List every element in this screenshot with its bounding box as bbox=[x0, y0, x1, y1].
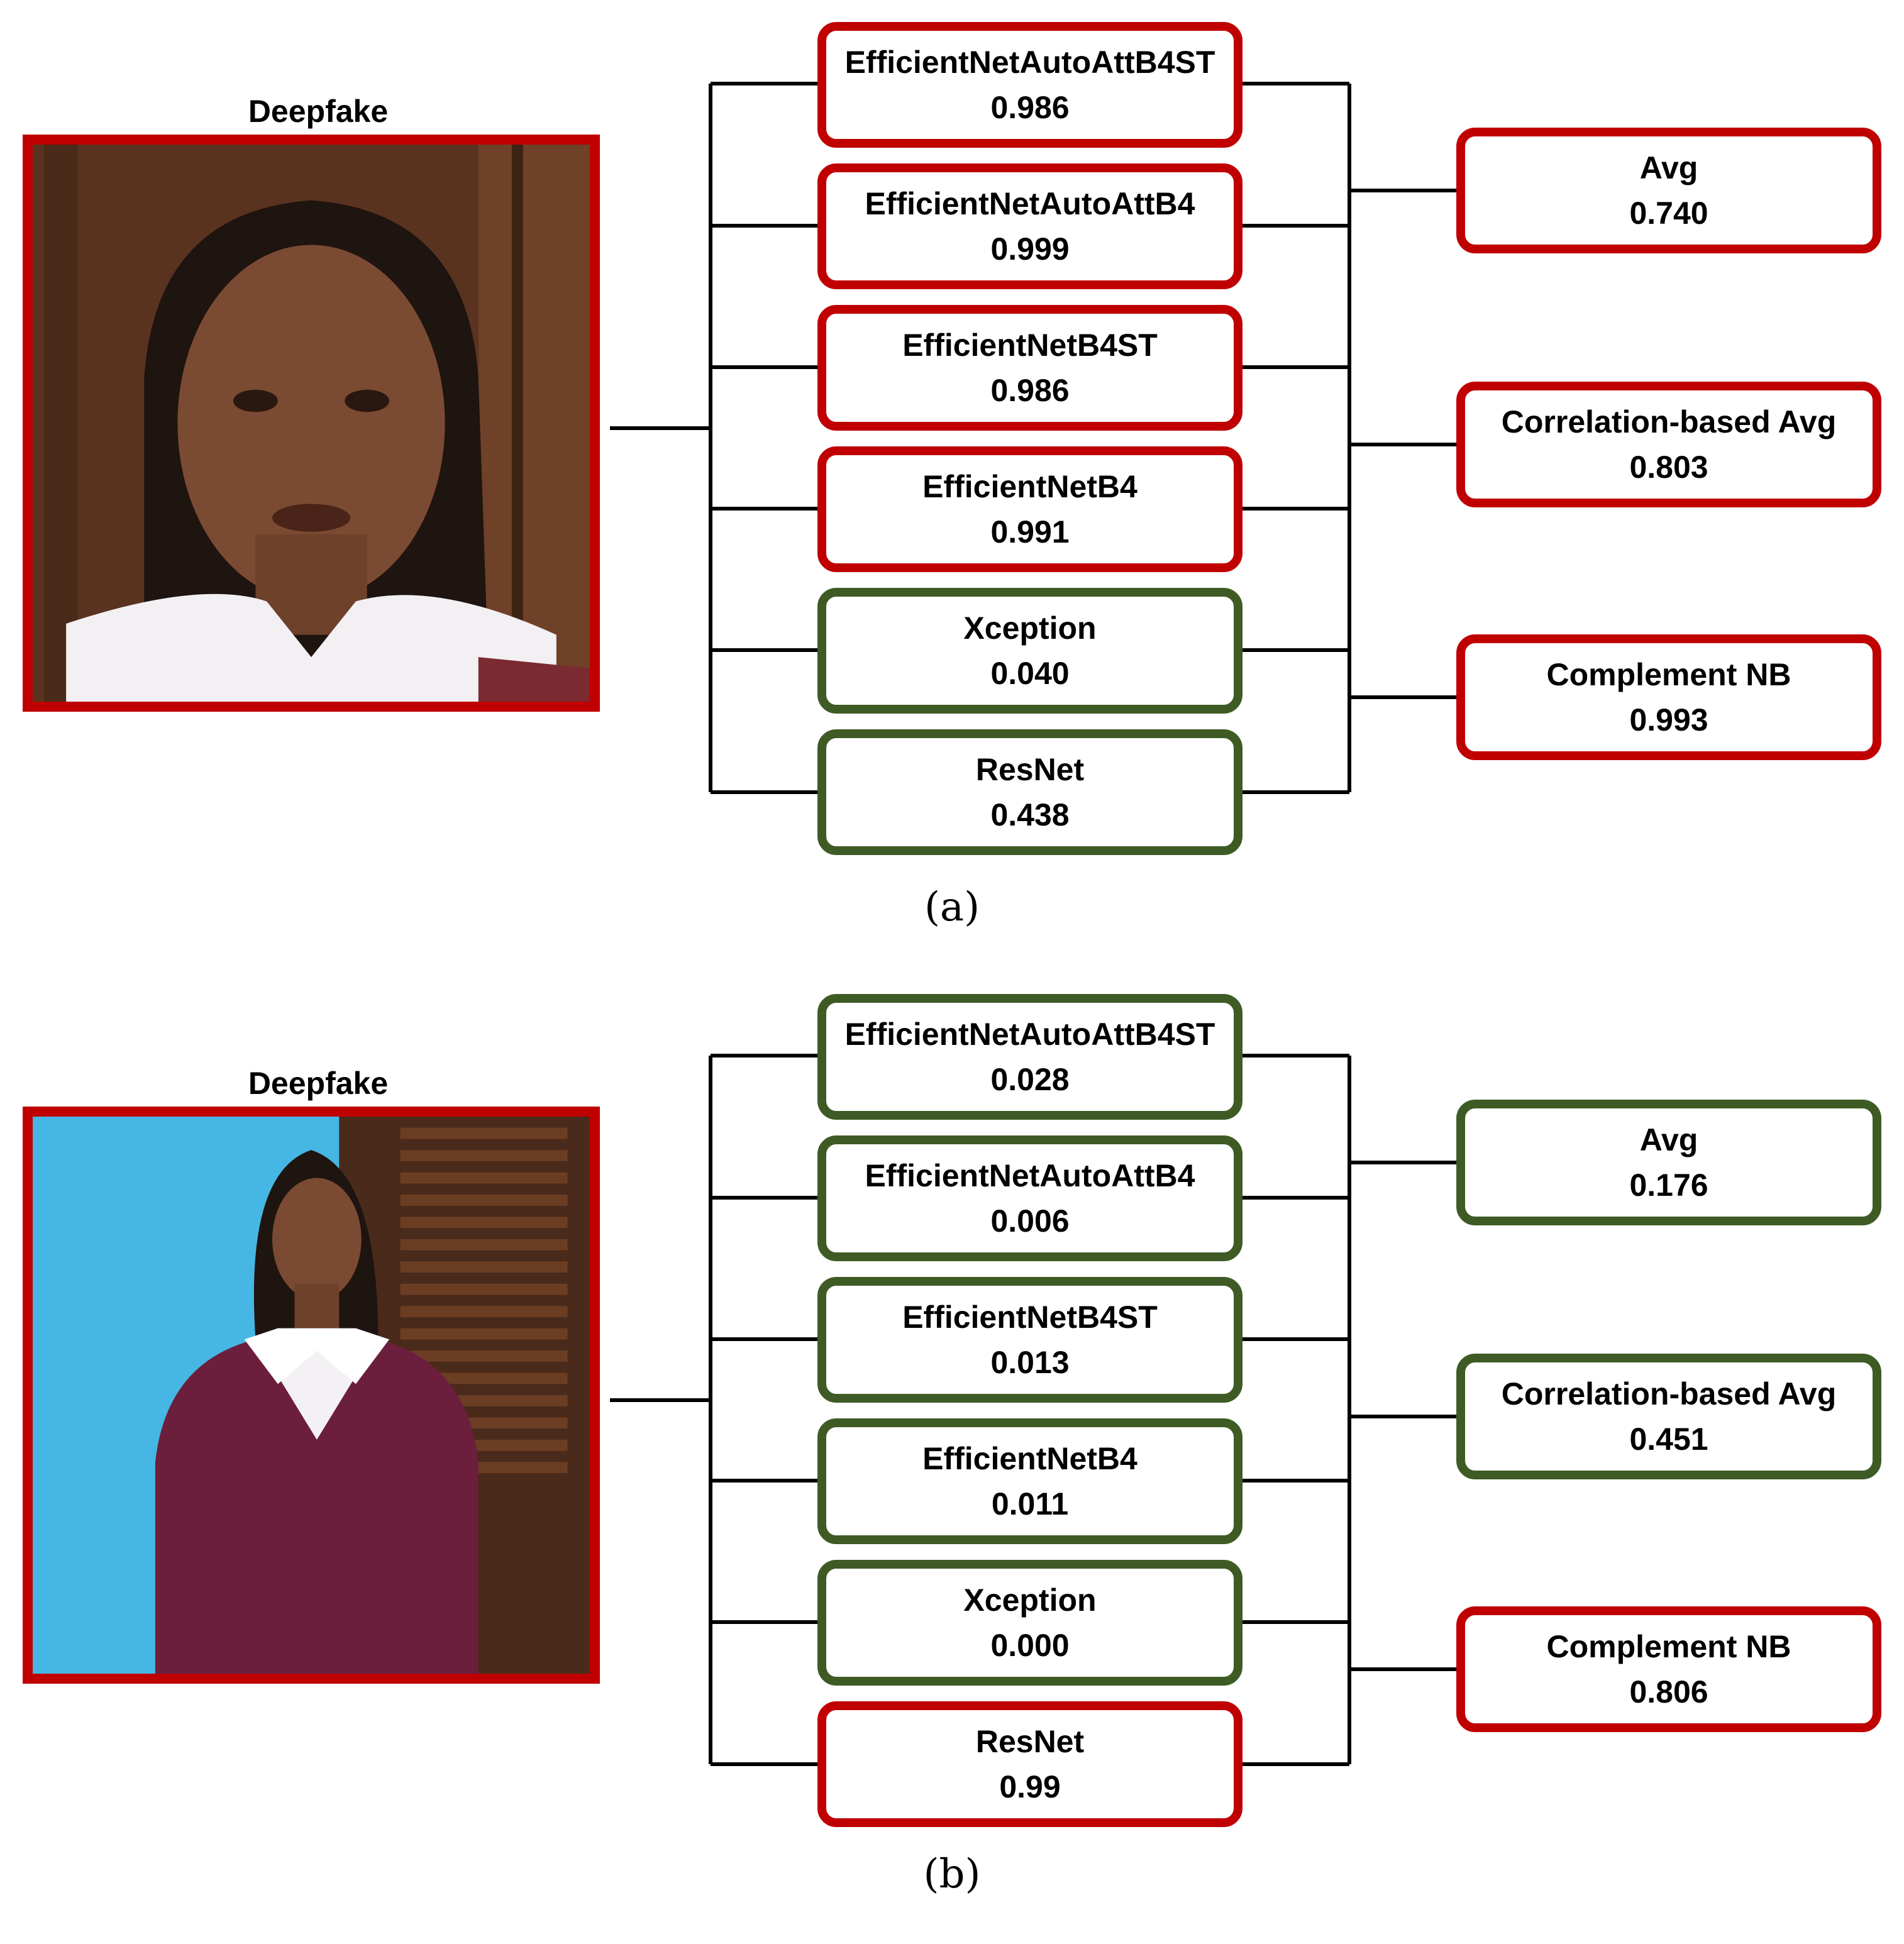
face-closeup-illustration bbox=[33, 145, 590, 702]
panel-a: Deepfake EfficientNetAutoAttB4ST 0.986 E… bbox=[23, 22, 1881, 931]
model-box-efficientnetautoattb4st: EfficientNetAutoAttB4ST 0.986 bbox=[817, 22, 1243, 148]
model-score: 0.991 bbox=[990, 514, 1070, 550]
ensemble-score: 0.806 bbox=[1629, 1674, 1708, 1709]
ensemble-box-avg: Avg 0.176 bbox=[1456, 1100, 1881, 1225]
model-name: ResNet bbox=[975, 1724, 1085, 1759]
model-box-efficientnetautoattb4st: EfficientNetAutoAttB4ST 0.028 bbox=[817, 994, 1243, 1120]
model-box-efficientnetautoattb4: EfficientNetAutoAttB4 0.999 bbox=[817, 163, 1243, 289]
ensemble-name: Avg bbox=[1639, 1122, 1698, 1157]
full-body-illustration bbox=[33, 1117, 590, 1674]
model-name: Xception bbox=[963, 1582, 1097, 1618]
model-box-xception: Xception 0.000 bbox=[817, 1560, 1243, 1686]
model-score: 0.99 bbox=[999, 1769, 1061, 1804]
ensemble-box-complement-nb: Complement NB 0.806 bbox=[1456, 1606, 1881, 1732]
ensemble-score: 0.740 bbox=[1629, 196, 1708, 231]
model-name: EfficientNetB4ST bbox=[902, 328, 1158, 363]
model-score: 0.013 bbox=[990, 1345, 1070, 1380]
model-name: ResNet bbox=[975, 752, 1085, 787]
model-box-resnet: ResNet 0.438 bbox=[817, 729, 1243, 855]
ensemble-score: 0.803 bbox=[1629, 450, 1708, 485]
model-name: EfficientNetAutoAttB4ST bbox=[844, 45, 1215, 80]
model-score: 0.986 bbox=[990, 373, 1070, 408]
model-name: EfficientNetAutoAttB4 bbox=[865, 1158, 1195, 1193]
ensemble-score: 0.451 bbox=[1629, 1422, 1708, 1457]
model-score: 0.999 bbox=[990, 231, 1070, 267]
face-closeup-image bbox=[23, 135, 600, 712]
panel-title: Deepfake bbox=[248, 94, 389, 129]
model-score: 0.438 bbox=[990, 797, 1070, 832]
model-box-efficientnetb4: EfficientNetB4 0.011 bbox=[817, 1418, 1243, 1544]
model-box-efficientnetb4st: EfficientNetB4ST 0.986 bbox=[817, 305, 1243, 431]
model-box-resnet: ResNet 0.99 bbox=[817, 1701, 1243, 1827]
model-name: EfficientNetB4 bbox=[922, 1441, 1137, 1476]
model-name: EfficientNetAutoAttB4 bbox=[865, 186, 1195, 221]
ensemble-box-correlation-based-avg: Correlation-based Avg 0.803 bbox=[1456, 382, 1881, 507]
ensemble-box-complement-nb: Complement NB 0.993 bbox=[1456, 634, 1881, 760]
model-box-xception: Xception 0.040 bbox=[817, 588, 1243, 714]
model-score: 0.040 bbox=[990, 656, 1070, 691]
model-score: 0.006 bbox=[990, 1203, 1070, 1239]
ensemble-box-correlation-based-avg: Correlation-based Avg 0.451 bbox=[1456, 1354, 1881, 1479]
ensemble-box-avg: Avg 0.740 bbox=[1456, 128, 1881, 253]
model-name: EfficientNetAutoAttB4ST bbox=[844, 1017, 1215, 1052]
model-name: Xception bbox=[963, 610, 1097, 646]
model-box-efficientnetb4: EfficientNetB4 0.991 bbox=[817, 446, 1243, 572]
connector-lines bbox=[610, 82, 1456, 794]
ensemble-name: Avg bbox=[1639, 150, 1698, 185]
model-name: EfficientNetB4 bbox=[922, 469, 1137, 504]
ensemble-score: 0.993 bbox=[1629, 702, 1708, 737]
panel-title: Deepfake bbox=[248, 1066, 389, 1101]
model-box-efficientnetautoattb4: EfficientNetAutoAttB4 0.006 bbox=[817, 1135, 1243, 1261]
panel-caption: (a) bbox=[924, 884, 980, 931]
connector-lines bbox=[610, 1054, 1456, 1766]
ensemble-name: Correlation-based Avg bbox=[1501, 1376, 1837, 1411]
ensemble-name: Complement NB bbox=[1546, 1629, 1791, 1664]
model-score: 0.986 bbox=[990, 90, 1070, 125]
model-score: 0.000 bbox=[990, 1628, 1070, 1663]
ensemble-name: Correlation-based Avg bbox=[1501, 404, 1837, 439]
panel-caption: (b) bbox=[923, 1851, 981, 1897]
model-box-efficientnetb4st: EfficientNetB4ST 0.013 bbox=[817, 1277, 1243, 1403]
ensemble-score: 0.176 bbox=[1629, 1168, 1708, 1203]
full-body-image bbox=[23, 1107, 600, 1684]
model-score: 0.028 bbox=[990, 1062, 1070, 1097]
model-score: 0.011 bbox=[991, 1486, 1069, 1522]
ensemble-name: Complement NB bbox=[1546, 657, 1791, 692]
panel-b: Deepfake EfficientNetAutoA bbox=[0, 972, 1904, 1944]
model-name: EfficientNetB4ST bbox=[902, 1300, 1158, 1335]
